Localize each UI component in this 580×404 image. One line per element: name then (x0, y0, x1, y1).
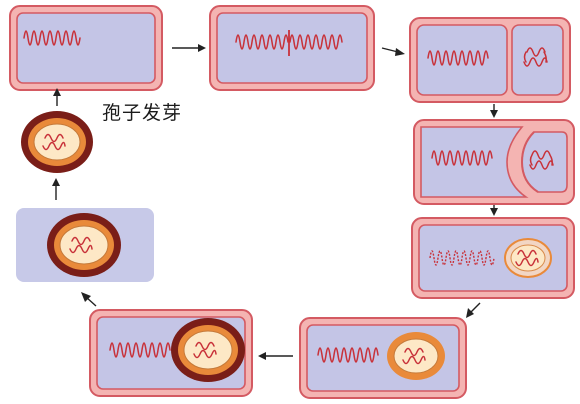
arrow-6-to-7 (258, 352, 293, 360)
cycle-arrows (52, 44, 498, 360)
stage-dna-replication (209, 5, 375, 91)
arrow-5-to-6 (466, 302, 481, 318)
spore-germination-label: 孢子发芽 (102, 102, 183, 124)
arrow-9-to-1 (53, 88, 61, 106)
stage-spore-release (16, 208, 154, 282)
arrow-4-to-5 (490, 205, 498, 216)
stage-cortex-formation (299, 317, 467, 399)
stage-coat-formation (89, 309, 253, 397)
arrow-3-to-4 (490, 104, 498, 118)
stage-asymmetric-septum (409, 17, 571, 103)
stage-vegetative-cell (9, 5, 163, 91)
arrow-8-to-9 (52, 178, 60, 200)
stage-free-spore (21, 111, 93, 173)
stage-engulfment (413, 119, 575, 205)
arrow-7-to-8 (81, 292, 97, 307)
stage-forespore (411, 217, 575, 299)
arrow-2-to-3 (381, 47, 405, 56)
arrow-1-to-2 (172, 44, 206, 52)
